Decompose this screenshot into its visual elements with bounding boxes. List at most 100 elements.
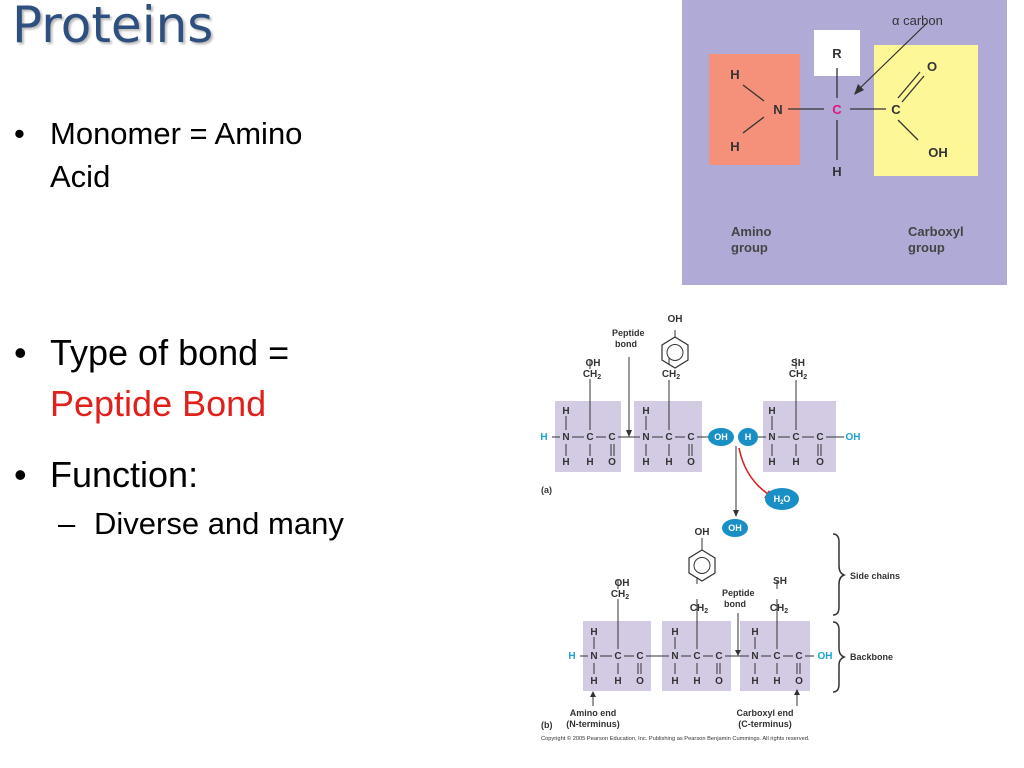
amino-group-caption-2: group <box>731 240 768 255</box>
bullet-function: Function: Diverse and many <box>14 449 414 545</box>
a1-n: N <box>562 432 569 443</box>
residue-box-a2 <box>634 401 702 472</box>
a3-c-alpha: C <box>792 432 799 443</box>
residue-box-b3 <box>740 621 810 691</box>
carboxyl-oh-label: OH <box>928 145 948 160</box>
carboxyl-end-label-2: (C-terminus) <box>738 719 792 729</box>
bullet-monomer: Monomer = Amino Acid <box>14 112 414 198</box>
carboxyl-c-label: C <box>891 102 901 117</box>
b2-h-top: H <box>671 627 678 638</box>
water-oval <box>765 488 799 510</box>
b2-c: C <box>715 651 722 662</box>
a3-ch2: CH2 <box>789 369 807 381</box>
a1-oh: OH <box>586 358 601 369</box>
b1-h-top: H <box>590 627 597 638</box>
oval-h-text: H <box>745 432 752 442</box>
backbone-brace <box>832 621 847 693</box>
side-chains-brace <box>832 533 847 616</box>
bullet-bond-type-text: Type of bond = <box>50 332 290 373</box>
bullet-monomer-text: Monomer = Amino Acid <box>50 116 303 194</box>
a2-o: O <box>687 457 695 468</box>
tyrosine-ring-a <box>661 336 689 369</box>
carboxyl-group-caption-1: Carboxyl <box>908 224 964 239</box>
a3-h-top: H <box>768 406 775 417</box>
a2-oh: OH <box>668 314 683 325</box>
b3-ch2: CH2 <box>770 603 788 615</box>
b1-c-alpha: C <box>614 651 621 662</box>
b2-h-bottom: H <box>671 676 678 687</box>
a3-h-alpha: H <box>792 457 799 468</box>
carboxyl-end-label-1: Carboxyl end <box>736 708 793 718</box>
residue-box-a3 <box>763 401 836 472</box>
tyrosine-ring-b <box>688 549 716 582</box>
residue-box-b1 <box>583 621 651 691</box>
a2-h-alpha: H <box>665 457 672 468</box>
a1-h-alpha: H <box>586 457 593 468</box>
amino-h-top: H <box>730 67 739 82</box>
b3-h-alpha: H <box>773 676 780 687</box>
peptide-bond-label-a-2: bond <box>615 339 637 349</box>
panel-a-label: (a) <box>541 485 552 495</box>
a1-ch2: CH2 <box>583 369 601 381</box>
b1-oh: OH <box>615 578 630 589</box>
backbone-label: Backbone <box>850 652 893 662</box>
a1-h-top: H <box>562 406 569 417</box>
amino-h-bottom: H <box>730 139 739 154</box>
slide-title: Proteins <box>12 0 214 54</box>
a1-o: O <box>608 457 616 468</box>
alpha-c-label: C <box>832 102 842 117</box>
r-group-label: R <box>832 46 842 61</box>
a2-h-top: H <box>642 406 649 417</box>
bullet-function-text: Function: <box>50 454 199 495</box>
b1-h-bottom: H <box>590 676 597 687</box>
b1-h-alpha: H <box>614 676 621 687</box>
b3-sh: SH <box>773 576 787 587</box>
oh-oval-released <box>722 519 748 537</box>
a3-n: N <box>768 432 775 443</box>
carboxyl-group-box <box>874 45 978 176</box>
b-oh-terminus: OH <box>818 651 833 662</box>
peptide-bond-formation-figure: OH H H2O OH H N H H C H C O CH2 OH N H H… <box>540 314 900 742</box>
alpha-carbon-label: α carbon <box>892 13 943 28</box>
a1-h-bottom: H <box>562 457 569 468</box>
a-h-terminus: H <box>540 432 547 443</box>
oval-oh-text: OH <box>714 432 728 442</box>
a3-h-bottom: H <box>768 457 775 468</box>
water-release-arrow <box>738 447 769 495</box>
b1-o: O <box>636 676 644 687</box>
oh-oval-leaving <box>708 428 734 446</box>
oval-oh-released-text: OH <box>728 523 742 533</box>
b2-n: N <box>671 651 678 662</box>
carboxyl-group-caption-2: group <box>908 240 945 255</box>
b3-h-top: H <box>751 627 758 638</box>
h-oval-leaving <box>738 428 758 446</box>
amino-end-label-1: Amino end <box>570 708 617 718</box>
bullet-list: Monomer = Amino Acid Type of bond = Pepti… <box>14 112 414 545</box>
b2-c-alpha: C <box>693 651 700 662</box>
alpha-carbon-arrow <box>855 22 928 93</box>
amino-acid-structure-figure: α carbon R H H N C C O OH H Amino group … <box>682 0 1007 285</box>
b3-c-alpha: C <box>773 651 780 662</box>
alpha-carbon-arrowhead <box>854 84 864 95</box>
a-oh-terminus: OH <box>846 432 861 443</box>
b1-n: N <box>590 651 597 662</box>
a2-h-bottom: H <box>642 457 649 468</box>
amino-group-caption-1: Amino <box>731 224 772 239</box>
b2-o: O <box>715 676 723 687</box>
b2-ch2: CH2 <box>690 603 708 615</box>
water-formula: H2O <box>774 494 791 506</box>
peptide-bond-label-a-1: Peptide <box>612 328 645 338</box>
b1-c: C <box>636 651 643 662</box>
alpha-h-label: H <box>832 164 841 179</box>
a1-c-alpha: C <box>586 432 593 443</box>
b3-o: O <box>795 676 803 687</box>
a2-c: C <box>687 432 694 443</box>
b3-n: N <box>751 651 758 662</box>
a1-c: C <box>608 432 615 443</box>
function-sublist: Diverse and many <box>50 502 414 545</box>
amino-end-label-2: (N-terminus) <box>566 719 620 729</box>
peptide-bond-highlight: Peptide Bond <box>50 383 267 424</box>
a2-c-alpha: C <box>665 432 672 443</box>
peptide-bond-label-b-2: bond <box>724 599 746 609</box>
copyright-notice: Copyright © 2005 Pearson Education, Inc.… <box>541 735 810 742</box>
